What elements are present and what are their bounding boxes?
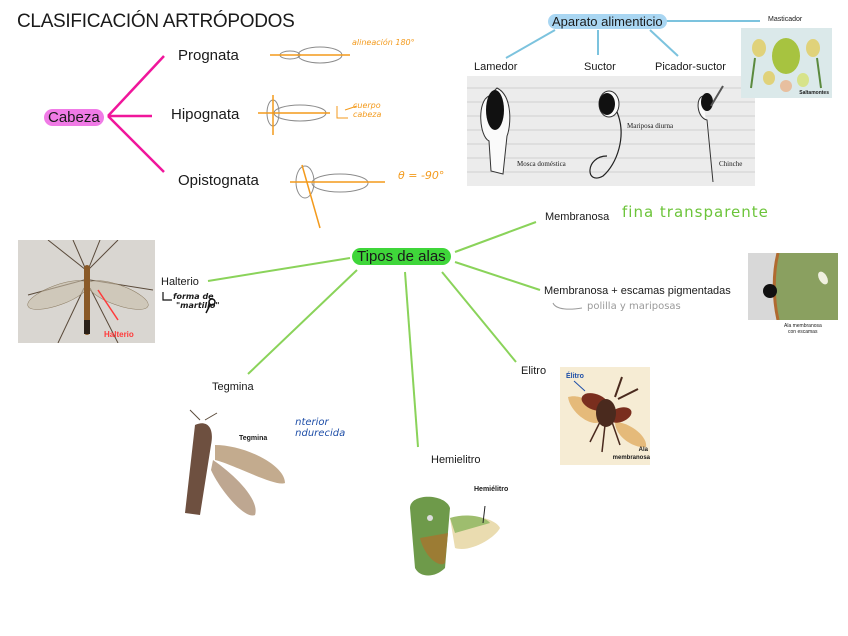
hipognata-label: Hipognata <box>171 106 240 123</box>
suctor-label: Suctor <box>584 61 616 73</box>
aparato-label: Aparato alimenticio <box>548 14 667 29</box>
mouthparts-drawing <box>467 85 755 183</box>
caption-mosca: Mosca doméstica <box>517 160 566 168</box>
aparato-node: Aparato alimenticio <box>548 14 667 29</box>
tegmina-photo-caption: Tegmina <box>239 435 268 442</box>
masticador-caption: Saltamontes <box>799 90 829 96</box>
wings-line-hemielitro <box>404 271 419 448</box>
halterio-note-arrow <box>162 292 172 301</box>
halterio-photo: Halterio <box>18 240 155 343</box>
grasshopper-drawing <box>185 409 285 516</box>
tipos-alas-label: Tipos de alas <box>352 248 451 265</box>
escamas-note-arrow <box>552 302 583 310</box>
hammer-icon <box>205 298 216 314</box>
cabeza-node: Cabeza <box>44 109 104 126</box>
wings-line-escamas <box>454 261 541 291</box>
tegmina-photo: Tegmina <box>175 405 295 525</box>
caption-chinche: Chinche <box>719 160 743 168</box>
elitro-label: Elitro <box>521 365 547 377</box>
tipos-alas-node: Tipos de alas <box>352 248 451 265</box>
hemielitro-photo-caption: Hemiélitro <box>474 486 509 493</box>
stink-bug-drawing <box>410 496 500 576</box>
halterio-note: forma de "martillo" <box>173 292 220 310</box>
hipognata-note: cuerpo cabeza <box>353 101 381 119</box>
elitro-photo: Élitro Ala membranosa <box>560 367 650 465</box>
escamas-label: Membranosa + escamas pigmentadas <box>544 285 731 297</box>
escamas-photo <box>748 253 838 320</box>
escamas-note: polilla y mariposas <box>587 301 681 312</box>
halterio-note-line2: "martillo" <box>176 301 220 310</box>
butterfly-wing-drawing <box>748 253 838 320</box>
wings-line-tegmina <box>247 269 358 375</box>
feeding-line-lamedor <box>505 29 556 59</box>
stag-beetle-drawing <box>568 376 647 453</box>
elitro-photo-caption-top: Élitro <box>566 373 584 380</box>
hemielitro-photo: Hemiélitro <box>400 478 525 578</box>
opistognata-note: θ = -90° <box>398 169 445 182</box>
cabeza-line-opistognata <box>107 115 165 173</box>
escamas-photo-caption-1: Ala membranosa <box>784 323 822 329</box>
hemielitro-label: Hemielitro <box>431 454 481 466</box>
hipognata-note-line1: cuerpo <box>353 101 381 110</box>
wings-line-elitro <box>441 271 517 363</box>
page-title: CLASIFICACIÓN ARTRÓPODOS <box>17 11 295 32</box>
prognata-label: Prognata <box>178 47 239 64</box>
masticador-label: Masticador <box>768 16 803 23</box>
wings-line-halterio <box>207 257 351 282</box>
halterio-note-line1: forma de <box>173 292 214 301</box>
feeding-line-picador <box>649 29 679 57</box>
wings-line-membranosa <box>454 221 537 253</box>
tegmina-note-line2: endurecida <box>289 428 346 439</box>
tegmina-label: Tegmina <box>212 381 254 393</box>
tegmina-note-line1: anterior <box>289 417 329 428</box>
hipognata-note-line2: cabeza <box>353 110 382 119</box>
masticador-photo: Saltamontes <box>741 28 832 98</box>
elitro-photo-caption-ala: Ala <box>638 447 648 453</box>
cabeza-label: Cabeza <box>44 109 104 126</box>
halterio-photo-caption: Halterio <box>104 330 134 339</box>
opistognata-label: Opistognata <box>178 172 259 189</box>
escamas-photo-caption-2: con escamas <box>788 329 818 335</box>
hipognata-note-bracket <box>336 106 348 119</box>
membranosa-label: Membranosa <box>545 211 610 223</box>
elitro-photo-caption-membranosa: membranosa <box>612 455 650 461</box>
caption-mariposa: Mariposa diurna <box>627 122 674 130</box>
lamedor-label: Lamedor <box>474 61 518 73</box>
crane-fly-drawing <box>27 240 154 343</box>
membranosa-note: fina transparente <box>622 203 769 221</box>
tegmina-note: anterior endurecida <box>289 417 345 439</box>
cabeza-line-prognata <box>107 55 165 117</box>
mouthparts-illustration: Mosca doméstica Mariposa diurna Chinche <box>467 76 755 186</box>
picador-suctor-label: Picador-suctor <box>655 61 726 73</box>
prognata-note: alineación 180° <box>352 38 415 47</box>
halterio-label: Halterio <box>161 276 199 288</box>
grasshopper-mouth-drawing <box>750 38 822 92</box>
